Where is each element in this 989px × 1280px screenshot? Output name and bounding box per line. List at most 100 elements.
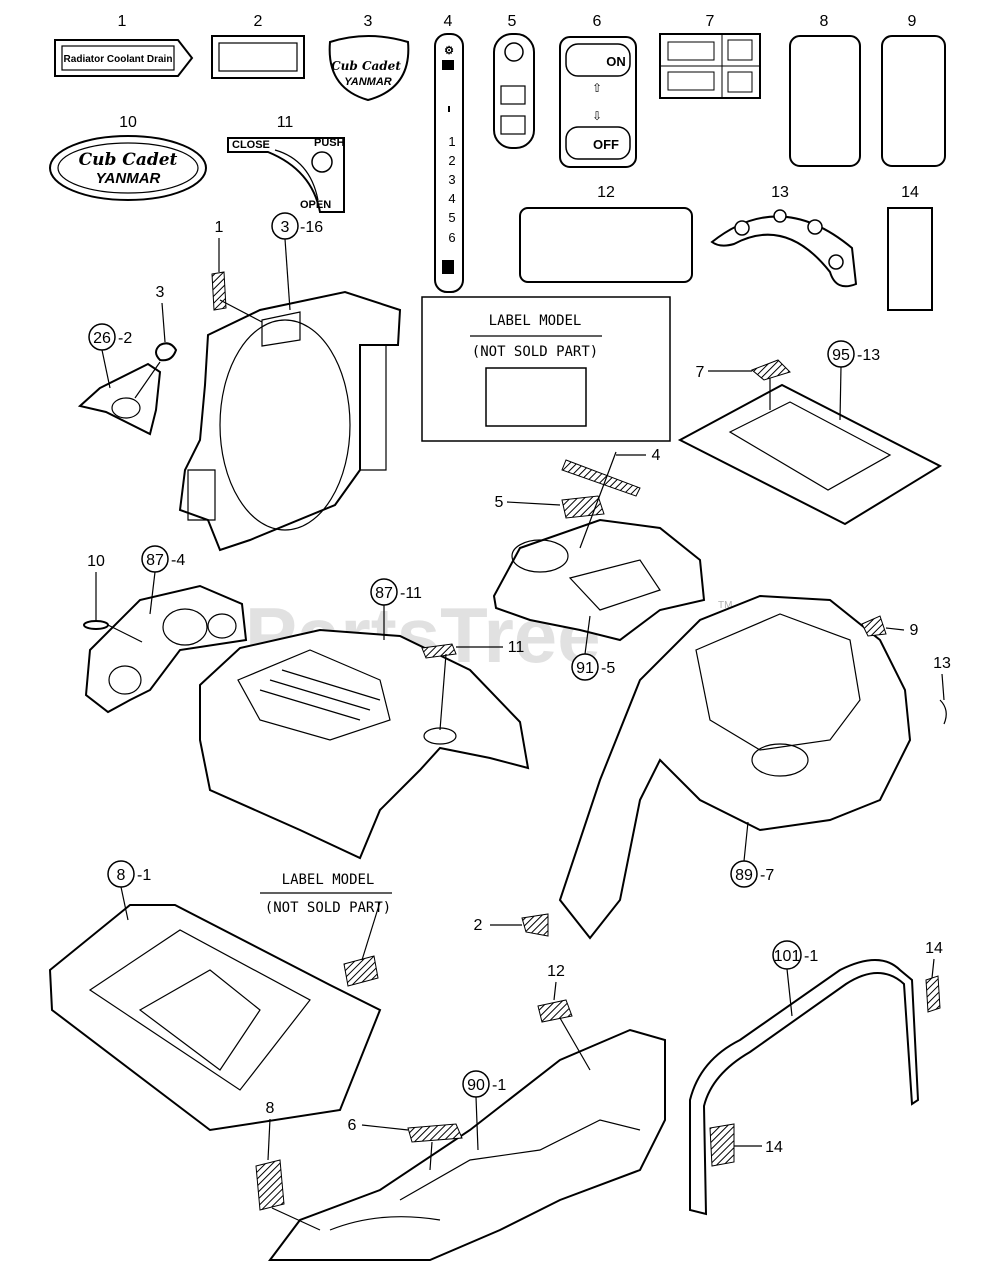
callout-91-5-circle-text: 91 — [576, 660, 594, 677]
label-9-blank — [881, 35, 946, 167]
emblem-brand-bottom: YANMAR — [344, 76, 392, 88]
part-89-fender — [521, 594, 947, 940]
label-number-10: 10 — [119, 114, 137, 131]
arrow-up-icon: ⇧ — [592, 81, 602, 95]
label-number-4: 4 — [444, 13, 453, 30]
callout-3-16-circle-text: 3 — [281, 219, 290, 236]
choke-close-text: CLOSE — [232, 139, 270, 151]
speed-mark-1: 1 — [448, 134, 455, 149]
callout-90-1-circle-text: 90 — [467, 1077, 485, 1094]
callout-89-7: 89 -7 — [730, 821, 774, 888]
callout-87-4: 87 -4 — [141, 545, 185, 615]
label-model-subtitle-top: (NOT SOLD PART) — [472, 344, 598, 360]
callout-26-2: 26 -2 — [88, 323, 132, 389]
speed-mark-5: 5 — [448, 210, 455, 225]
callout-87-11-suffix: -11 — [400, 585, 422, 602]
pointer-label-13: 13 — [933, 655, 951, 672]
label-7-pictogram — [659, 33, 761, 99]
speed-mark-6: 6 — [448, 230, 455, 245]
pointer-labels: 1 3 7 4 5 10 11 9 13 2 12 6 8 14 14 — [87, 219, 951, 1161]
watermark-tm: TM — [718, 600, 732, 611]
callout-3-16-suffix: -16 — [300, 219, 323, 236]
callout-101-1-suffix: -1 — [804, 948, 818, 965]
label-radiator-coolant-drain: Radiator Coolant Drain — [54, 39, 194, 77]
callout-26-2-circle-text: 26 — [93, 330, 111, 347]
radiator-label-text: Radiator Coolant Drain — [64, 54, 173, 65]
callout-95-13: 95 -13 — [827, 340, 880, 421]
part-87-headlight — [83, 584, 248, 714]
callout-101-1: 101 -1 — [772, 940, 818, 1017]
part-shroud — [178, 290, 402, 552]
callout-87-11: 87 -11 — [370, 578, 422, 640]
oval-brand-bottom: YANMAR — [96, 170, 161, 187]
decal-1-marker — [211, 271, 227, 311]
speed-mark-4: 4 — [448, 191, 455, 206]
label-number-11: 11 — [277, 114, 294, 131]
callout-8-1-suffix: -1 — [137, 867, 151, 884]
label-4-speed-strip: ⚙ 1 2 3 4 5 6 — [434, 33, 464, 293]
label-number-7: 7 — [706, 13, 715, 30]
pointer-label-8: 8 — [266, 1100, 275, 1117]
label-number-9: 9 — [908, 13, 917, 30]
pointer-label-10: 10 — [87, 553, 105, 570]
part-8-tray — [48, 904, 382, 1132]
label-6-on-off: ON OFF ⇧ ⇩ — [559, 36, 637, 168]
arrow-down-icon: ⇩ — [592, 109, 602, 123]
label-11-choke: CLOSE PUSH OPEN — [227, 137, 345, 213]
callout-90-1-suffix: -1 — [492, 1077, 506, 1094]
label-model-subtitle-bottom: (NOT SOLD PART) — [265, 900, 391, 916]
second-row-numbers: 10 11 12 13 14 — [119, 114, 919, 201]
pointer-label-9: 9 — [910, 622, 919, 639]
callout-8-1: 8 -1 — [107, 860, 151, 921]
choke-push-text: PUSH — [314, 137, 345, 149]
label-2-plate — [211, 35, 305, 79]
label-model-box-top: LABEL MODEL (NOT SOLD PART) — [421, 296, 671, 442]
label-14-blank — [887, 207, 933, 311]
pointer-label-6: 6 — [348, 1117, 357, 1134]
pointer-label-12: 12 — [547, 963, 565, 980]
speed-mark-3: 3 — [448, 172, 455, 187]
label-model-title-top: LABEL MODEL — [489, 313, 582, 329]
callout-87-11-circle-text: 87 — [375, 585, 393, 602]
pointer-label-4: 4 — [652, 447, 661, 464]
callout-95-13-suffix: -13 — [857, 347, 880, 364]
callout-3-16: 3 -16 — [271, 212, 323, 311]
off-text: OFF — [593, 137, 619, 152]
callout-8-1-circle-text: 8 — [117, 867, 126, 884]
part-95-plate — [677, 359, 943, 526]
pointer-label-1: 1 — [215, 219, 224, 236]
callout-95-13-circle-text: 95 — [832, 347, 850, 364]
pointer-label-2: 2 — [474, 917, 483, 934]
label-13-arc — [710, 209, 858, 288]
callout-87-4-suffix: -4 — [171, 552, 185, 569]
label-number-1: 1 — [118, 13, 127, 30]
callout-101-1-circle-text: 101 — [774, 948, 801, 965]
pointer-label-14-top: 14 — [925, 940, 943, 957]
pointer-label-5: 5 — [495, 494, 504, 511]
pointer-label-3: 3 — [156, 284, 165, 301]
label-number-3: 3 — [364, 13, 373, 30]
callout-26-2-suffix: -2 — [118, 330, 132, 347]
callout-90-1: 90 -1 — [462, 1070, 506, 1151]
label-5-control — [493, 33, 535, 149]
label-number-14: 14 — [901, 184, 919, 201]
label-number-5: 5 — [508, 13, 517, 30]
callout-89-7-circle-text: 89 — [735, 867, 753, 884]
part-26-small-cover — [77, 342, 178, 436]
svg-text:⚙: ⚙ — [444, 45, 454, 57]
label-model-title-bottom: LABEL MODEL — [282, 872, 375, 888]
label-number-8: 8 — [820, 13, 829, 30]
speed-mark-2: 2 — [448, 153, 455, 168]
top-row-numbers: 1 2 3 4 5 6 7 8 9 — [118, 13, 917, 30]
oval-brand-top: Cub Cadet — [79, 150, 178, 170]
label-number-2: 2 — [254, 13, 263, 30]
label-3-emblem: Cub Cadet YANMAR — [328, 35, 410, 102]
label-model-box-bottom: LABEL MODEL (NOT SOLD PART) — [260, 872, 392, 961]
emblem-brand-top: Cub Cadet — [331, 59, 401, 73]
label-number-6: 6 — [593, 13, 602, 30]
part-90-floor — [255, 999, 666, 1261]
choke-open-text: OPEN — [300, 199, 331, 211]
label-10-oval-emblem: Cub Cadet YANMAR — [49, 135, 207, 201]
label-number-13: 13 — [771, 184, 789, 201]
